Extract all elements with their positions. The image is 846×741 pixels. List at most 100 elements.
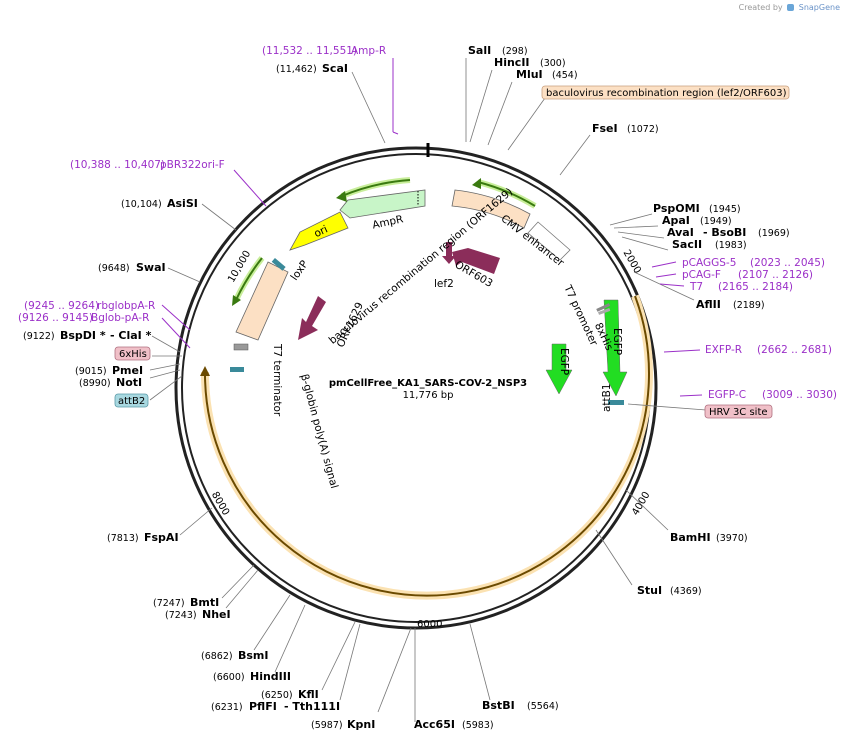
site-acc65i-pos: (5983) bbox=[462, 720, 494, 731]
site-avai: AvaI bbox=[667, 226, 694, 239]
insert-arc bbox=[203, 295, 650, 597]
site-scai: ScaI bbox=[322, 62, 348, 75]
site-asisi-pos: (10,104) bbox=[121, 199, 162, 210]
insert-arc-halo bbox=[200, 294, 653, 600]
site-hincii-pos: (300) bbox=[540, 58, 566, 69]
hrv-box bbox=[704, 404, 773, 419]
site-swai: SwaI bbox=[136, 261, 166, 274]
site-nhei: NheI bbox=[202, 608, 231, 621]
cmv-promoter-box bbox=[527, 221, 571, 261]
brand-text: SnapGene bbox=[798, 3, 840, 12]
site-bspdi-pos: (9122) bbox=[23, 331, 55, 342]
site-stui: StuI bbox=[637, 584, 662, 597]
primer-pcaggs-range: (2023 .. 2045) bbox=[750, 257, 825, 269]
site-bspdi: BspDI * bbox=[60, 329, 106, 342]
primer-rbglob-range: (9245 .. 9264) bbox=[24, 300, 99, 312]
orf603-feature bbox=[452, 248, 500, 274]
site-kfli-pos: (6250) bbox=[261, 690, 293, 701]
site-asisi: AsiSI bbox=[167, 197, 198, 210]
tick-6000: 6000 bbox=[417, 619, 442, 630]
label-t7-promoter: T7 promoter bbox=[561, 283, 600, 349]
cmv-green-arrowhead bbox=[472, 178, 481, 189]
site-fsei: FseI bbox=[592, 122, 618, 135]
site-hindiii-pos: (6600) bbox=[213, 672, 245, 683]
primer-pbr322-range: (10,388 .. 10,407) bbox=[70, 159, 165, 171]
site-bmti-pos: (7247) bbox=[153, 598, 185, 609]
site-pspomi-pos: (1945) bbox=[709, 204, 741, 215]
site-kfli: KflI bbox=[298, 688, 319, 701]
primer-exfpr-range: (2662 .. 2681) bbox=[757, 344, 832, 356]
ori-feature bbox=[289, 211, 349, 251]
label-attb1: attB1 bbox=[601, 383, 613, 412]
site-aflii: AflII bbox=[696, 298, 721, 311]
primer-t7-range: (2165 .. 2184) bbox=[718, 281, 793, 293]
site-scai-pos: (11,462) bbox=[276, 64, 317, 75]
snapgene-credit: Created by SnapGene bbox=[739, 3, 840, 12]
attb2-label: attB2 bbox=[118, 396, 145, 407]
site-apai: ApaI bbox=[662, 214, 690, 227]
baculo-top-box bbox=[541, 85, 790, 100]
primer-bglob-range: (9126 .. 9145) bbox=[18, 312, 93, 324]
site-pmei: PmeI bbox=[112, 364, 143, 377]
label-ampr: AmpR bbox=[371, 213, 404, 231]
site-bstbi-pos: (5564) bbox=[527, 701, 559, 712]
site-clai: - ClaI * bbox=[110, 329, 152, 342]
primer-pbr322: pBR322ori-F bbox=[160, 159, 225, 171]
site-kpni-pos: (5987) bbox=[311, 720, 343, 731]
label-t7-term: T7 terminator bbox=[271, 343, 283, 417]
plasmid-size: 11,776 bp bbox=[403, 390, 454, 401]
plasmid-name: pmCellFree_KA1_SARS-COV-2_NSP3 bbox=[329, 378, 527, 389]
his8-feature bbox=[598, 308, 611, 315]
his6-label: 6xHis bbox=[119, 349, 147, 360]
site-apai-pos: (1949) bbox=[700, 216, 732, 227]
snapgene-logo-icon bbox=[787, 4, 795, 11]
primer-egfpc: EGFP-C bbox=[708, 389, 746, 401]
label-loxp: loxP bbox=[289, 258, 311, 283]
ampr-feature bbox=[339, 189, 426, 219]
label-lef2: lef2 bbox=[434, 278, 454, 290]
site-bstbi: BstBI bbox=[482, 699, 515, 712]
hrv-label: HRV 3C site bbox=[709, 407, 768, 418]
lef2-feature bbox=[442, 242, 456, 264]
loxp-feature bbox=[271, 257, 286, 271]
credit-text: Created by bbox=[738, 3, 783, 12]
label-orf1629: ORF1629 bbox=[335, 301, 366, 350]
primer-bglob: Bglob-pA-R bbox=[91, 312, 149, 324]
hrv-leader bbox=[627, 403, 707, 411]
orf1629-feature bbox=[298, 296, 326, 340]
site-kpni: KpnI bbox=[347, 718, 375, 731]
cmv-enhancer-feature bbox=[451, 189, 531, 229]
site-sali: SalI bbox=[468, 44, 491, 57]
t7-term-feature bbox=[233, 343, 249, 351]
site-bamhi: BamHI bbox=[670, 531, 711, 544]
site-sali-pos: (298) bbox=[502, 46, 528, 57]
site-nhei-pos: (7243) bbox=[165, 610, 197, 621]
site-swai-pos: (9648) bbox=[98, 263, 130, 274]
baculo-top-leader bbox=[507, 97, 546, 151]
site-acc65i: Acc65I bbox=[414, 718, 455, 731]
label-ori: ori bbox=[312, 223, 329, 240]
baculo-top-label: baculovirus recombination region (lef2/O… bbox=[546, 88, 787, 99]
site-pflfi: PflFI bbox=[249, 700, 277, 713]
bglobin-feature bbox=[230, 367, 244, 372]
his6-box bbox=[114, 346, 151, 361]
site-sacii-pos: (1983) bbox=[715, 240, 747, 251]
primer-egfpc-range: (3009 .. 3030) bbox=[762, 389, 837, 401]
primer-t7: T7 bbox=[689, 281, 703, 293]
attb2-box bbox=[114, 393, 149, 408]
site-aflii-pos: (2189) bbox=[733, 300, 765, 311]
site-bsmi-pos: (6862) bbox=[201, 651, 233, 662]
site-pmei-pos: (9015) bbox=[75, 366, 107, 377]
primer-rbglob: rbglobpA-R bbox=[97, 300, 155, 312]
primer-leaders bbox=[161, 58, 703, 397]
site-fspai: FspAI bbox=[144, 531, 179, 544]
egfp-2-feature bbox=[602, 299, 628, 397]
site-hindiii: HindIII bbox=[250, 670, 291, 683]
site-avai-extra: - BsoBI bbox=[703, 226, 746, 239]
cmv-green-arrow-line bbox=[477, 181, 536, 207]
primer-ampr: Amp-R bbox=[351, 45, 386, 57]
site-fspai-pos: (7813) bbox=[107, 533, 139, 544]
primer-exfpr: EXFP-R bbox=[705, 344, 742, 356]
site-avai-pos: (1969) bbox=[758, 228, 790, 239]
